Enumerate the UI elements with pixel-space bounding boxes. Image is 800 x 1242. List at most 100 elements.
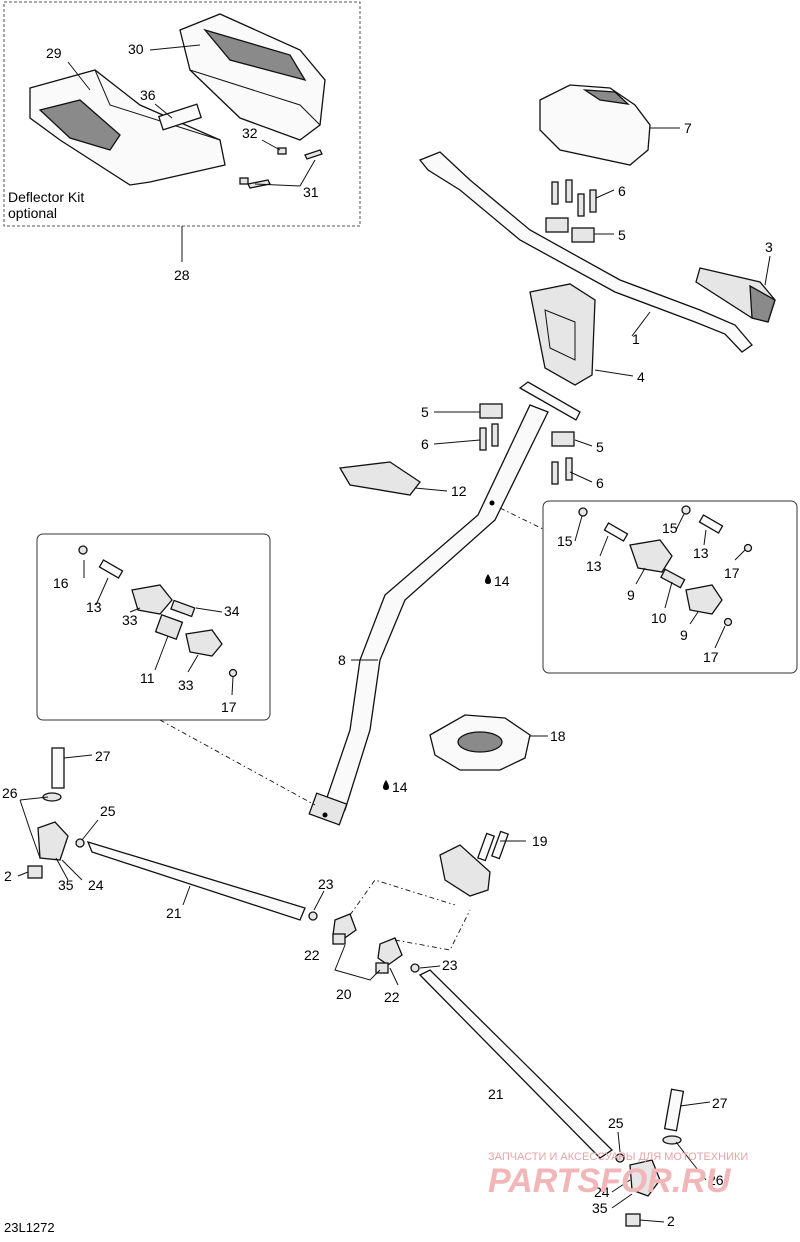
- bolt-16: [78, 545, 88, 555]
- callout-22a: 22: [304, 947, 320, 963]
- kit-label-line2: optional: [8, 205, 57, 221]
- bolt-6c: [577, 193, 585, 217]
- callout-27a: 27: [95, 748, 111, 764]
- watermark-logo: PARTSFOR.RU: [488, 1162, 732, 1200]
- column-crossbar: [518, 381, 581, 421]
- riser-bracket: [529, 283, 596, 386]
- callout-15a: 15: [557, 533, 573, 549]
- callout-35b: 35: [592, 1200, 608, 1216]
- callout-6c: 6: [596, 475, 604, 491]
- callout-21b: 21: [488, 1086, 504, 1102]
- nut-17a: [723, 617, 733, 627]
- callout-34: 34: [224, 603, 240, 619]
- bushing-10: [660, 568, 686, 589]
- callout-6a: 6: [618, 183, 626, 199]
- callout-35a: 35: [58, 877, 74, 893]
- bolt-6f: [491, 423, 499, 447]
- kit-label-line1: Deflector Kit: [8, 189, 84, 205]
- bolt-6g: [551, 461, 559, 485]
- screw-31a: [304, 149, 323, 160]
- bracket-33a: [131, 584, 173, 615]
- deflector-right: [179, 13, 326, 141]
- drawing-code: 23L1272: [4, 1220, 55, 1235]
- bolt-19a: [476, 832, 496, 862]
- bolt-27b: [663, 1088, 685, 1132]
- callout-33a: 33: [122, 612, 138, 628]
- callout-17c: 17: [703, 649, 719, 665]
- bolt-6h: [565, 457, 573, 481]
- steering-boot: [429, 714, 531, 771]
- callout-1: 1: [632, 331, 640, 347]
- callout-13b: 13: [586, 558, 602, 574]
- callout-30: 30: [128, 41, 144, 57]
- bushing-11: [154, 613, 184, 641]
- bolt-15b: [681, 505, 691, 515]
- sticker: [157, 103, 203, 131]
- grease-drop-icon-b: [383, 780, 389, 790]
- washer-26a: [42, 792, 62, 802]
- spacer-13a: [603, 522, 629, 542]
- callout-25a: 25: [100, 803, 116, 819]
- clamp-5d: [551, 431, 575, 447]
- callout-11: 11: [140, 670, 155, 686]
- handlebar-pad: [539, 84, 651, 166]
- callout-4: 4: [637, 369, 645, 385]
- callout-2b: 2: [667, 1213, 675, 1229]
- nut-22a: [332, 933, 346, 945]
- grease-14b: 14: [383, 779, 408, 795]
- callout-31: 31: [303, 184, 319, 200]
- callout-16: 16: [53, 575, 69, 591]
- nut-25b: [615, 1153, 625, 1163]
- nut-2a: [27, 865, 43, 879]
- bolt-6a: [551, 181, 559, 205]
- nut-23b: [410, 963, 420, 973]
- nut-17c: [228, 668, 238, 678]
- ball-joint-right: [629, 1159, 661, 1197]
- callout-6b: 6: [421, 436, 429, 452]
- tie-rod-upper: [86, 840, 306, 921]
- callout-5c: 5: [596, 439, 604, 455]
- clamp-5a: [545, 217, 569, 233]
- callout-10: 10: [651, 610, 667, 626]
- callout-3: 3: [765, 239, 773, 255]
- callout-19: 19: [532, 833, 548, 849]
- clamp-5b: [571, 227, 595, 243]
- callout-32: 32: [242, 125, 258, 141]
- callout-2a: 2: [4, 868, 12, 884]
- damper-mount-box-left: [36, 533, 271, 721]
- nut-2b: [625, 1213, 641, 1227]
- callout-28: 28: [174, 267, 190, 283]
- column-base-flange: [308, 792, 348, 826]
- callout-8: 8: [338, 652, 346, 668]
- callouts: 29 30 36 32 31 28 7 6 5 3 1 4 5 6 5 6 12…: [2, 41, 773, 1229]
- callout-17b: 17: [724, 565, 740, 581]
- callout-13c: 13: [693, 545, 709, 561]
- callout-29: 29: [46, 45, 62, 61]
- callout-15b: 15: [662, 520, 678, 536]
- bolt-6d: [589, 189, 597, 213]
- tie-rod-lower: [418, 969, 614, 1159]
- ball-joint-left: [37, 821, 69, 861]
- deflector-left: [29, 69, 226, 186]
- callout-5b: 5: [421, 404, 429, 420]
- washer-26b: [662, 1135, 682, 1145]
- damper-mount-box-right: [542, 500, 798, 674]
- callout-27b: 27: [712, 1095, 728, 1111]
- callout-14a: 14: [494, 573, 510, 589]
- callout-24b: 24: [594, 1184, 610, 1200]
- bushing-34: [170, 599, 196, 618]
- callout-18: 18: [550, 728, 566, 744]
- callout-22b: 22: [384, 989, 400, 1005]
- steering-arm-bracket: [439, 844, 491, 897]
- grease-14a: 14: [485, 573, 510, 589]
- grease-point-b: [322, 812, 328, 818]
- bolt-15a: [578, 507, 588, 517]
- callout-9b: 9: [680, 627, 688, 643]
- washer-32: [239, 177, 249, 185]
- grease-drop-icon: [485, 574, 491, 584]
- clamp-5c: [479, 403, 503, 419]
- grease-point-a: [489, 500, 495, 506]
- callout-17a: 17: [221, 699, 237, 715]
- plate-12: [338, 461, 421, 496]
- nut-22b: [375, 962, 389, 974]
